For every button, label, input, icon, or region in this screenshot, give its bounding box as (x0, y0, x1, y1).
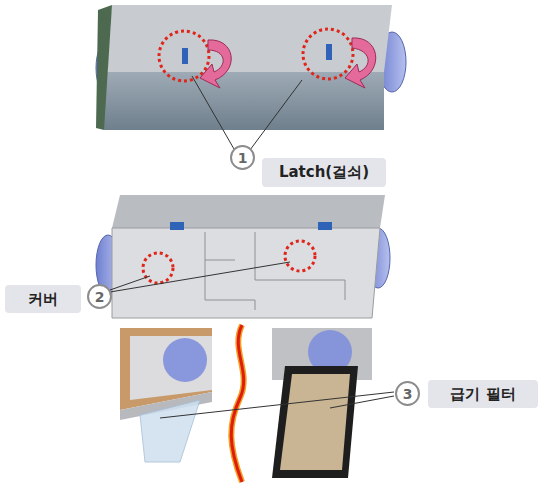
part-label: Latch(걸쇠) (262, 158, 386, 187)
label-text: 커버 (28, 290, 58, 309)
label-text: 급기 필터 (450, 385, 515, 404)
callout-number: 3 (395, 381, 420, 406)
leader-lines (110, 76, 394, 418)
callout-text: 2 (95, 289, 105, 305)
part-label: 커버 (5, 285, 81, 313)
callout-number: 1 (230, 145, 255, 170)
callout-text: 3 (403, 386, 413, 402)
callout-number: 2 (87, 284, 112, 309)
unit-middle (96, 195, 390, 318)
filter-cutaway (120, 325, 372, 482)
part-label: 급기 필터 (428, 380, 538, 408)
unit-top (96, 5, 406, 130)
callout-text: 1 (238, 150, 248, 166)
label-text: Latch(걸쇠) (279, 163, 369, 182)
